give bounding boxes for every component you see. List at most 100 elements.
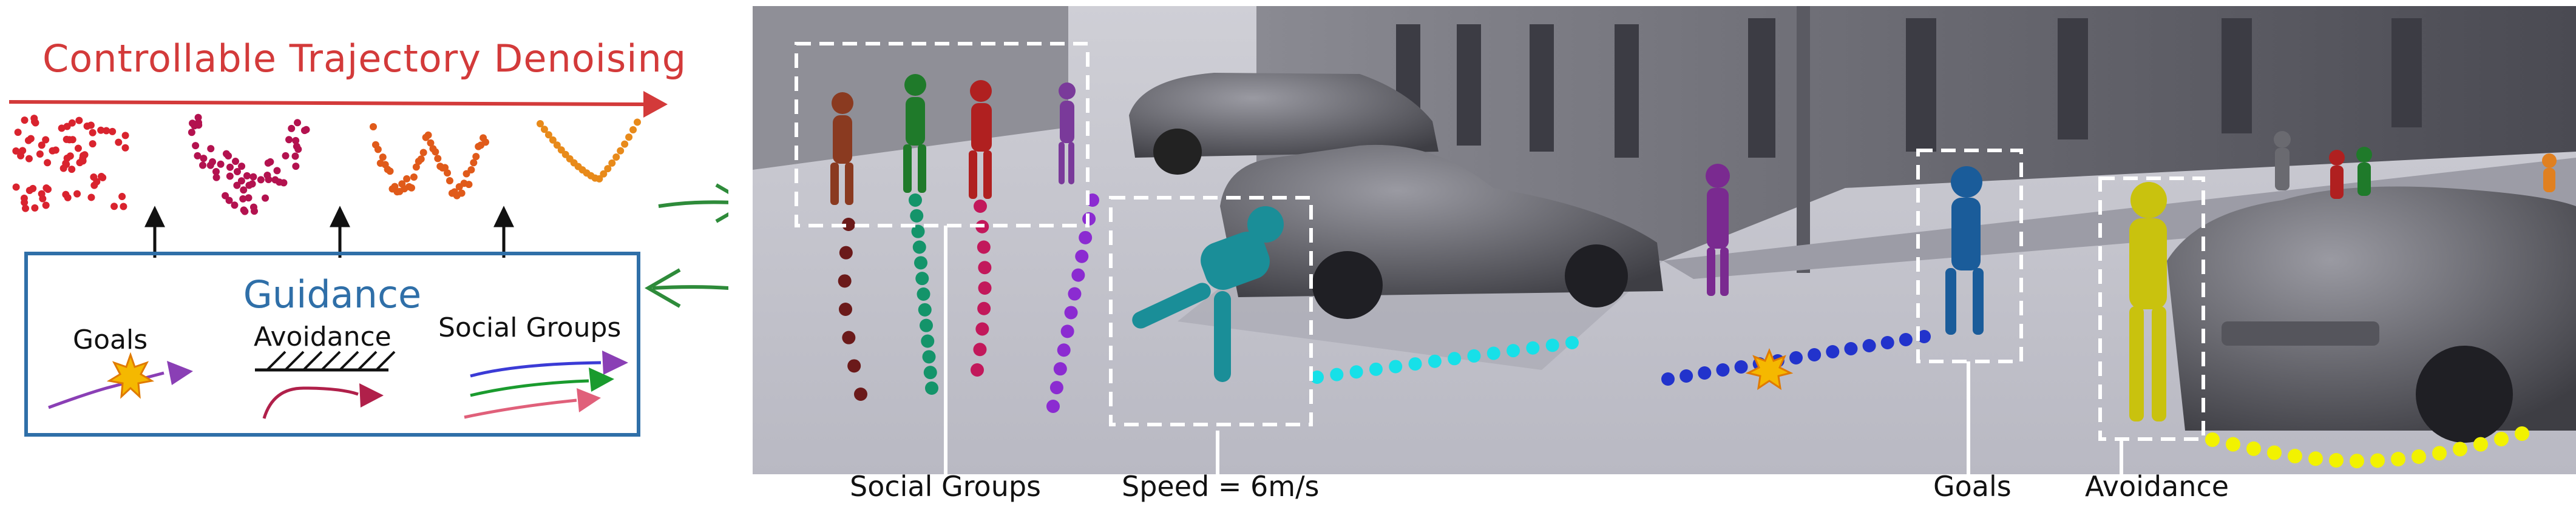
- noise-point: [617, 147, 625, 155]
- noise-point: [68, 119, 76, 127]
- noise-point: [75, 116, 83, 124]
- noise-point: [434, 155, 442, 163]
- trajectory-point-brown: [847, 359, 861, 373]
- noise-point: [300, 127, 308, 135]
- trajectory-point-blue: [1734, 360, 1748, 374]
- car-right: [2167, 186, 2576, 443]
- goals-label: Goals: [1933, 470, 2012, 503]
- goals-guidance-icon: [48, 352, 193, 409]
- noise-point: [93, 178, 101, 186]
- noise-point: [293, 143, 300, 150]
- noise-point: [231, 201, 239, 209]
- trajectory-point-blue: [1789, 351, 1803, 364]
- trajectory-point-purple: [1046, 400, 1060, 413]
- trajectory-point-brown: [838, 274, 852, 288]
- trajectory-point-brown: [854, 388, 867, 401]
- left-panel: Controllable Trajectory Denoising: [0, 0, 728, 507]
- trajectory-point-cyan: [1486, 346, 1500, 360]
- trajectory-point-crimson: [974, 200, 987, 213]
- noise-point: [407, 184, 415, 192]
- noise-point: [217, 160, 225, 168]
- trajectory-point-cyan: [1507, 344, 1520, 358]
- noise-point: [97, 126, 105, 134]
- trajectory-point-green: [918, 303, 932, 317]
- noise-point: [21, 116, 29, 124]
- noise-point: [14, 129, 22, 136]
- noise-point: [600, 170, 608, 178]
- noise-point: [379, 153, 387, 161]
- noise-point: [195, 121, 203, 129]
- trajectory-point-purple: [1079, 230, 1093, 244]
- noise-point: [42, 136, 50, 144]
- noise-point: [549, 136, 557, 144]
- goal-star: [1745, 348, 1794, 391]
- noise-point: [427, 139, 435, 147]
- noise-point: [374, 146, 382, 153]
- noise-point: [42, 201, 50, 209]
- noise-point: [245, 181, 253, 189]
- left-panel-graphics: [8, 91, 728, 419]
- noise-point: [115, 138, 123, 146]
- noise-point: [273, 167, 281, 175]
- noise-point: [634, 118, 641, 126]
- trajectory-point-cyan: [1526, 341, 1540, 355]
- character-blue-goals: [1945, 166, 1984, 335]
- noise-point: [25, 155, 33, 163]
- noise-point: [66, 152, 74, 160]
- trajectory-point-yellow: [2350, 454, 2364, 469]
- noise-point: [239, 195, 247, 203]
- noise-point: [608, 159, 616, 167]
- trajectory-point-cyan: [1330, 368, 1344, 381]
- noise-point: [212, 167, 220, 175]
- noise-point: [79, 157, 87, 165]
- noise-point: [238, 163, 246, 170]
- trajectory-point-crimson: [971, 363, 984, 377]
- sidewalk: [1663, 158, 2576, 279]
- noise-point: [285, 136, 293, 144]
- avoidance-box: [2098, 176, 2205, 441]
- noise-point: [629, 126, 637, 134]
- noise-point: [245, 194, 253, 202]
- trajectory-point-yellow: [2226, 437, 2240, 452]
- trajectory-point-crimson: [973, 343, 987, 357]
- street-pole: [1797, 6, 1810, 273]
- noise-point: [237, 177, 245, 185]
- noise-point: [19, 147, 27, 155]
- trajectory-point-cyan: [1545, 338, 1559, 352]
- noise-point: [403, 175, 411, 183]
- trajectory-point-brown: [842, 331, 856, 344]
- trajectory-point-green: [920, 318, 933, 332]
- noise-point: [621, 140, 629, 148]
- trajectory-point-green: [923, 366, 937, 380]
- noise-point: [257, 176, 265, 184]
- character-purple-mid: [1706, 164, 1730, 296]
- noise-point: [110, 203, 118, 210]
- trajectory-point-cyan: [1408, 357, 1422, 371]
- noise-point: [30, 115, 38, 123]
- trajectory-point-brown: [839, 303, 852, 316]
- noise-point: [482, 138, 489, 146]
- noise-point: [233, 181, 241, 189]
- noise-point: [188, 129, 195, 136]
- speed-label: Speed = 6m/s: [1122, 470, 1320, 503]
- scene-render: [753, 6, 2576, 474]
- trajectory-point-brown: [842, 218, 855, 231]
- social-groups-guidance-label: Social Groups: [438, 312, 622, 343]
- noise-point: [58, 124, 66, 132]
- trajectory-point-yellow: [2494, 431, 2509, 446]
- trajectory-point-cyan: [1428, 354, 1442, 368]
- trajectory-point-cyan: [1369, 362, 1383, 376]
- trajectory-point-cyan: [1349, 365, 1363, 379]
- trajectory-point-yellow: [2329, 453, 2344, 468]
- noise-point: [21, 198, 29, 206]
- avoidance-label: Avoidance: [2085, 470, 2229, 503]
- trajectory-point-blue: [1661, 372, 1675, 386]
- character-teal-running: [1132, 206, 1284, 382]
- label-leader-lines: [944, 226, 2123, 474]
- noise-point: [192, 142, 200, 150]
- noise-point: [465, 181, 473, 189]
- noise-point: [12, 183, 20, 191]
- noise-point: [266, 158, 274, 166]
- noise-point: [544, 131, 552, 139]
- noise-point: [225, 152, 232, 159]
